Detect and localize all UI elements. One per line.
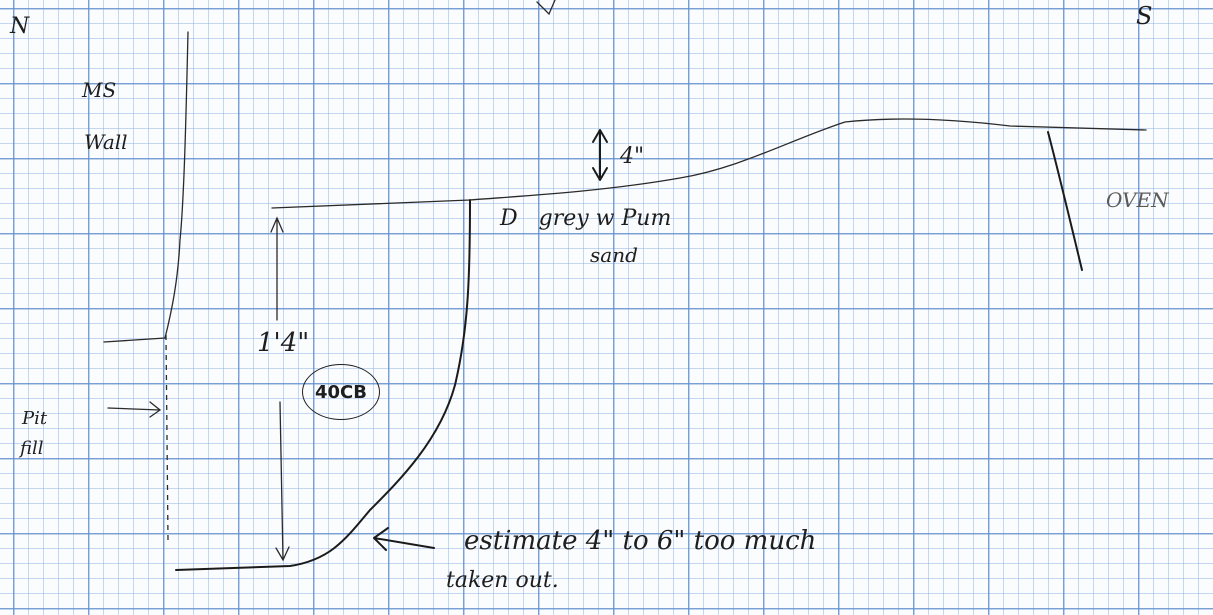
sample-tag: 40CB bbox=[302, 364, 380, 420]
depth-arrow-main bbox=[270, 216, 290, 562]
wall-label-line1: MS bbox=[82, 78, 117, 102]
excavation-profile bbox=[175, 199, 471, 571]
oven-wall-line bbox=[1047, 131, 1083, 271]
estimate-arrow bbox=[373, 527, 435, 551]
depth-arrow-top bbox=[592, 129, 608, 181]
oven-label: OVEN bbox=[1106, 188, 1169, 212]
soil-description-line1: D grey w Pum bbox=[500, 206, 672, 231]
main-depth-label: 1'4" bbox=[257, 328, 310, 358]
pit-fill-label-line2: fill bbox=[20, 438, 44, 459]
pit-fill-arrow bbox=[107, 401, 162, 418]
sample-id: 40CB bbox=[315, 381, 367, 403]
ground-surface-line bbox=[271, 118, 1147, 209]
estimate-note-line2: taken out. bbox=[446, 568, 559, 593]
north-label: N bbox=[10, 14, 30, 39]
top-edge-mark bbox=[536, 0, 556, 16]
pit-fill-label-line1: Pit bbox=[22, 408, 48, 429]
top-depth-label: 4" bbox=[620, 144, 645, 169]
wall-line bbox=[103, 31, 189, 343]
south-label: S bbox=[1136, 2, 1153, 30]
wall-label-line2: Wall bbox=[84, 130, 128, 154]
soil-description-line2: sand bbox=[590, 243, 638, 267]
pit-fill-boundary bbox=[165, 334, 169, 541]
estimate-note-line1: estimate 4" to 6" too much bbox=[464, 526, 817, 556]
